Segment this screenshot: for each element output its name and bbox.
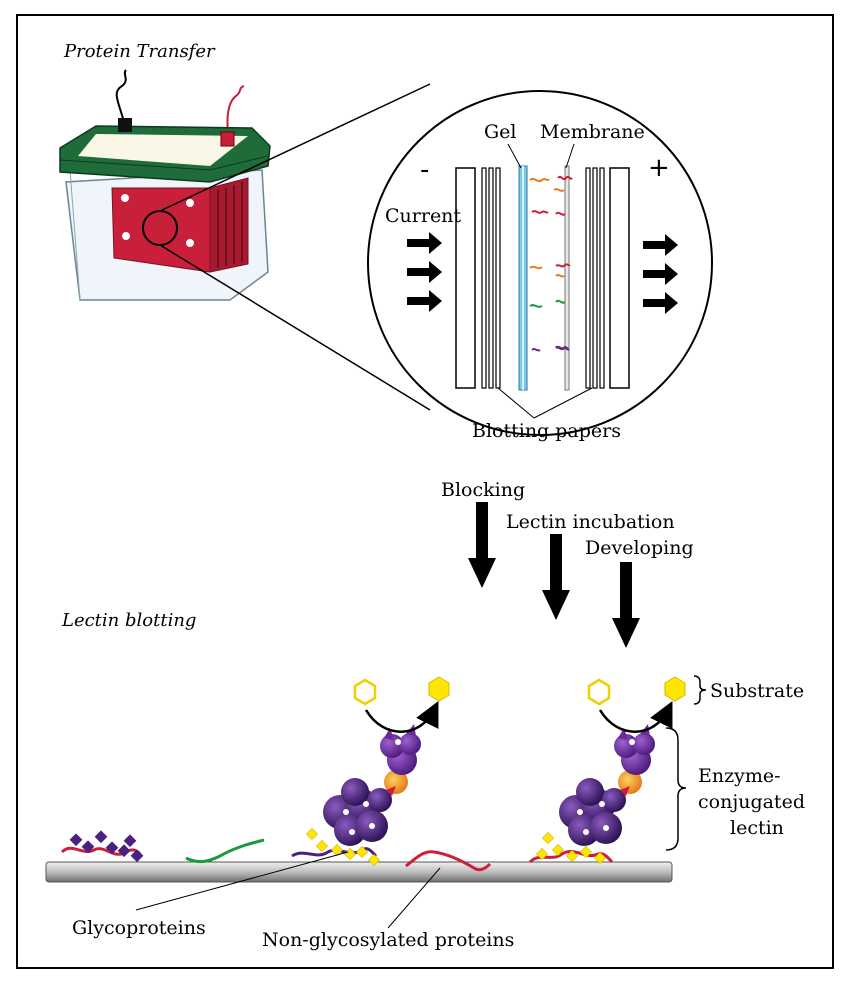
current-arrows-right [643,234,678,314]
transfer-tank [59,69,271,301]
glycoproteins-pointer [135,851,349,911]
glycoprotein-bound-2 [528,831,614,865]
non-glycosylated-protein-green [185,838,265,864]
enzyme-label-line3: lectin [730,817,784,839]
enzyme-label-line1: Enzyme- [698,765,781,787]
gel-label: Gel [484,121,517,143]
non-glycosylated-protein-red [405,850,492,872]
lectin-incubation-label: Lectin incubation [506,511,675,533]
blocking-label: Blocking [441,479,525,501]
developing-label: Developing [585,537,694,559]
zoom-line-top [159,83,431,212]
current-arrows-left [407,232,442,312]
lectin-enzyme-complex-2 [559,724,655,846]
lectin-enzyme-complex-1 [323,724,421,846]
substrate-brace [693,675,707,705]
glycoprotein-bound-1 [291,827,381,867]
enzyme-lectin-brace [665,727,687,851]
plus-electrode: + [648,153,670,183]
lectin-blotting-title: Lectin blotting [61,610,196,631]
migrating-proteins [529,175,573,352]
blotting-papers-label: Blotting papers [472,420,621,442]
substrate-reaction-2 [587,676,686,733]
developing-arrow [612,562,640,648]
enzyme-label-line2: conjugated [698,791,805,813]
protein-transfer-title: Protein Transfer [63,41,216,62]
lectin-incubation-arrow [542,534,570,620]
membrane-strip [45,861,673,883]
non-glycosylated-label: Non-glycosylated proteins [262,929,514,951]
minus-electrode: - [420,155,429,185]
blotting-pointer-right [533,387,593,419]
glycoprotein-diamonds [60,830,144,863]
non-glycosylated-pointer [387,867,441,929]
gel-pointer [507,143,522,169]
substrate-label: Substrate [710,680,804,702]
substrate-reaction-1 [353,676,450,733]
current-label: Current [385,205,461,227]
zoom-line-bottom [159,244,431,411]
membrane-pointer [565,143,575,169]
glycoproteins-label: Glycoproteins [72,917,206,939]
membrane-label: Membrane [540,121,645,143]
transfer-stack [455,165,630,391]
blocking-arrow [468,502,496,588]
blotting-pointer-left [497,387,535,419]
